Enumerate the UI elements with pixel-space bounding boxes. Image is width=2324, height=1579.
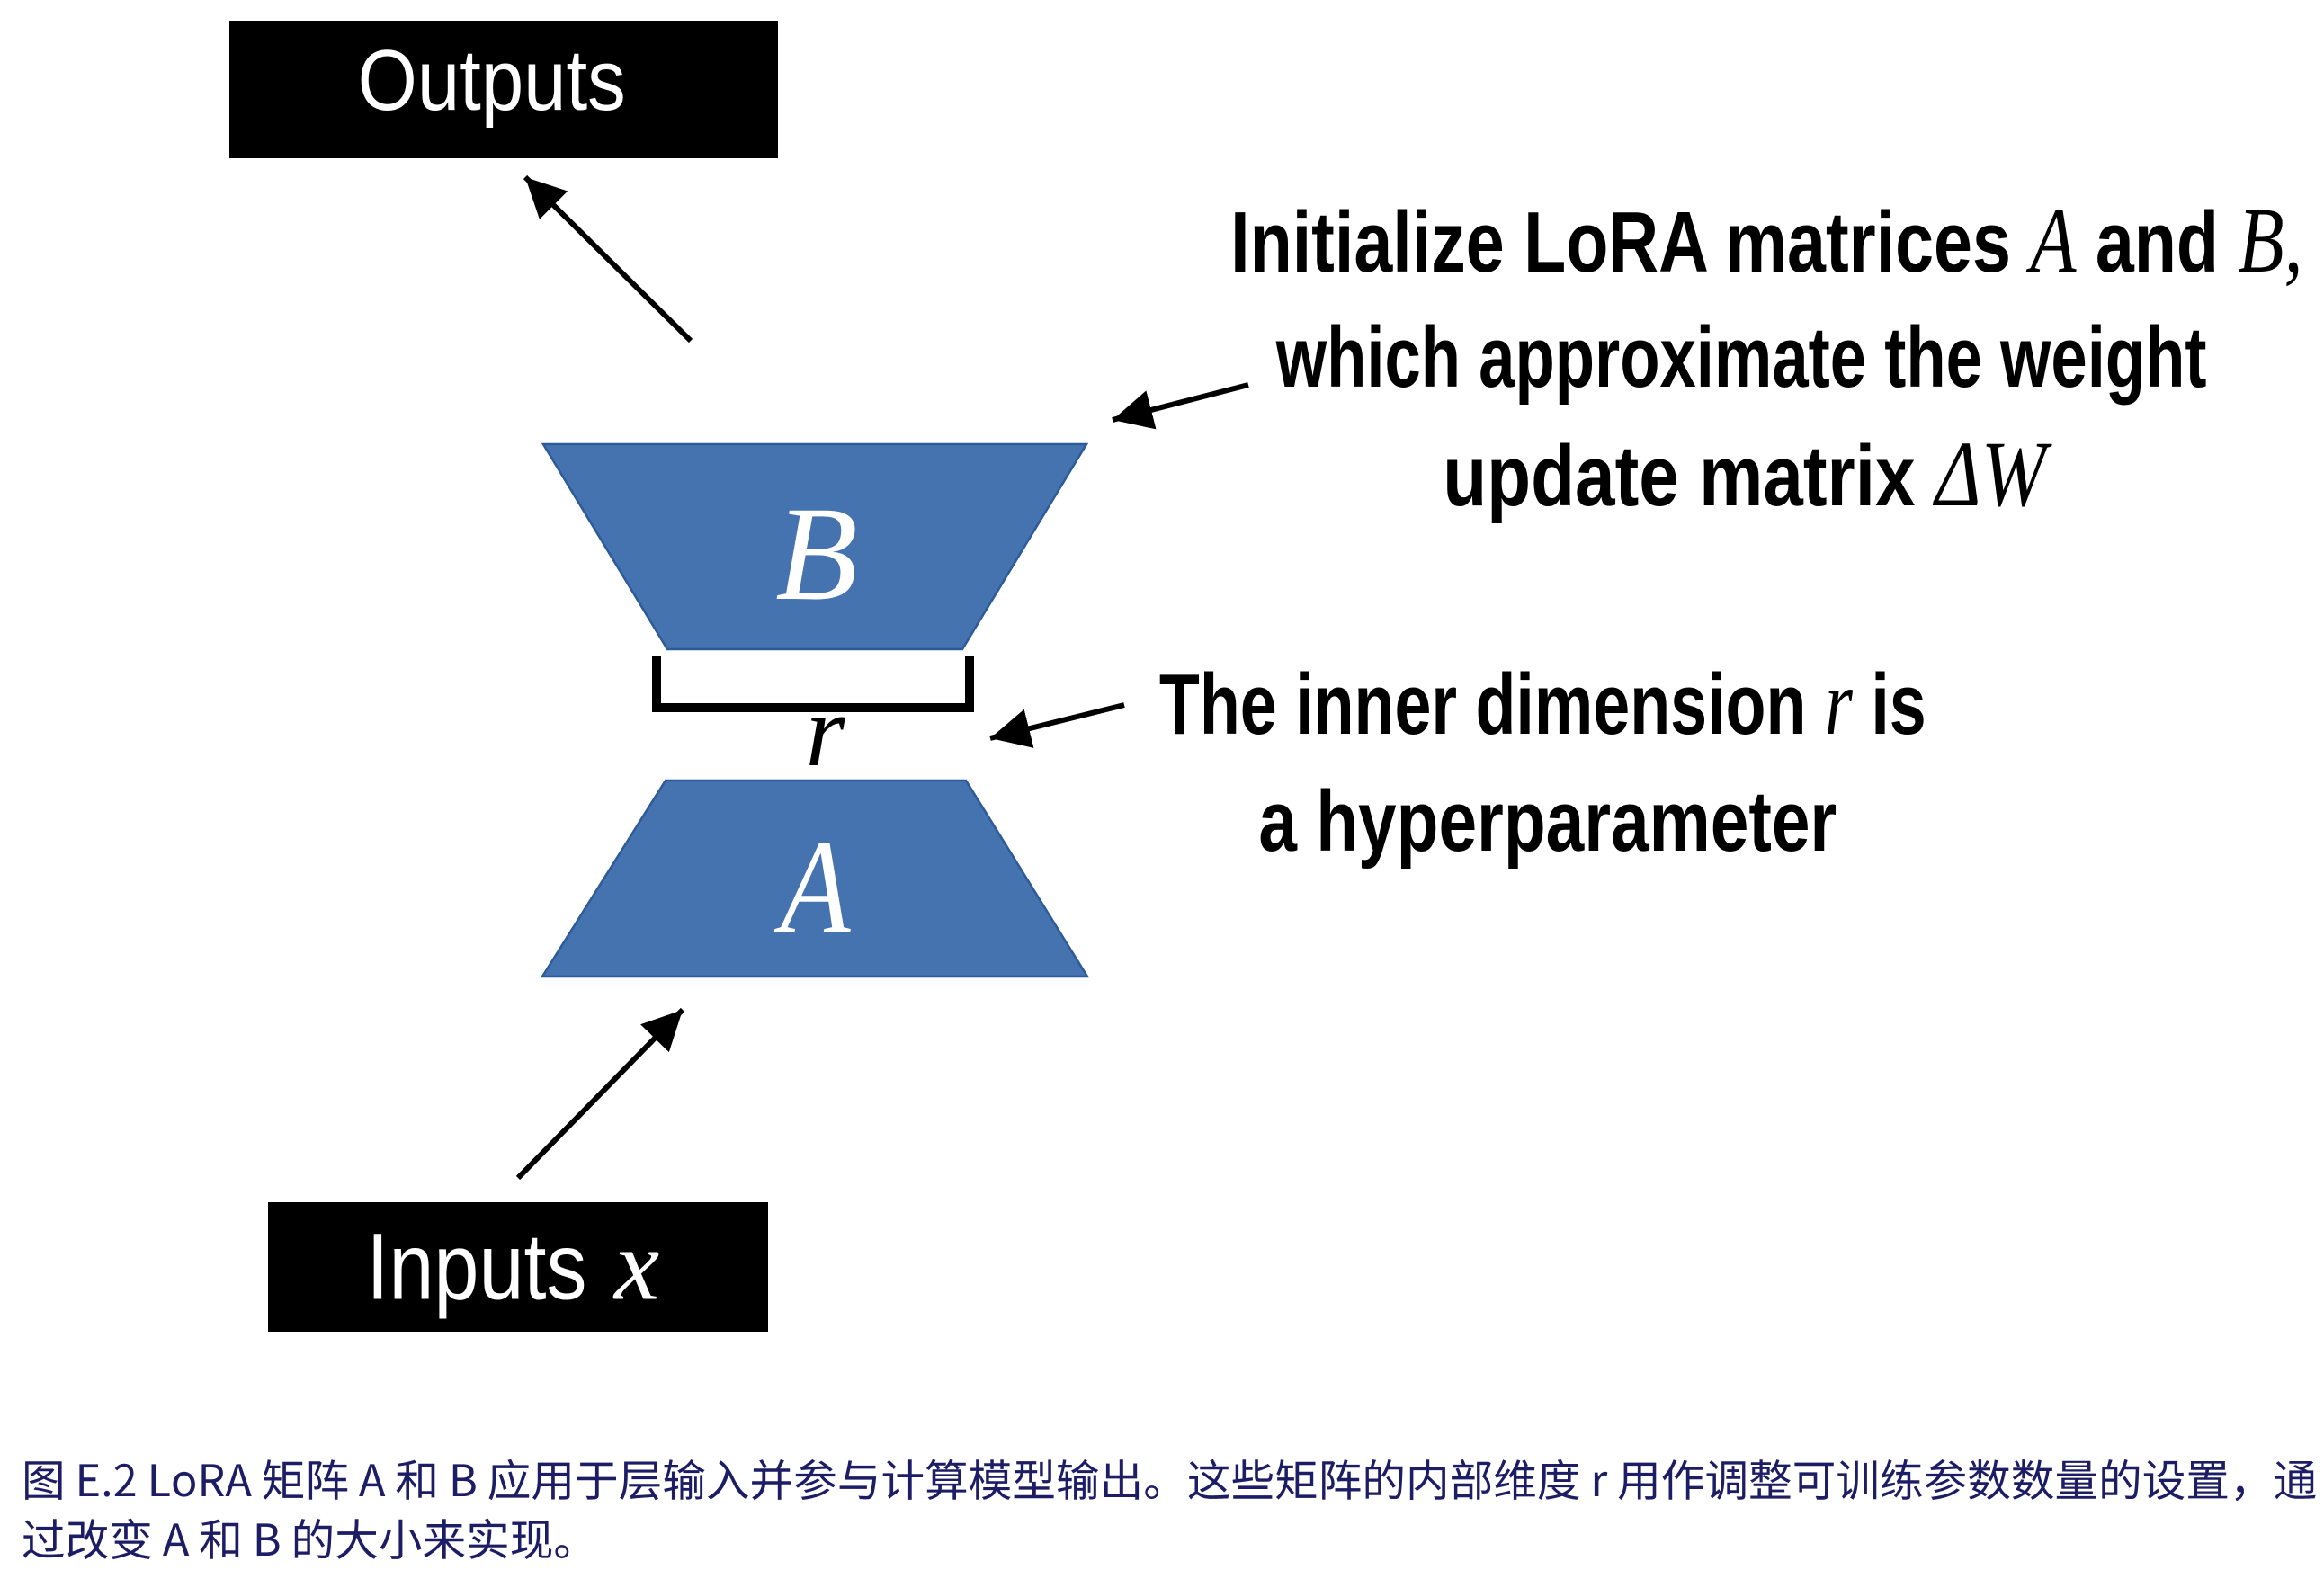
svg-text:which approximate the weight: which approximate the weight [1275,309,2207,406]
svg-text:Inputs: Inputs [366,1213,586,1319]
svg-text:B: B [775,479,858,629]
svg-text:a hyperparameter: a hyperparameter [1258,773,1837,870]
svg-text:A: A [773,813,851,962]
svg-text:Initialize LoRA matrices A and: Initialize LoRA matrices A and B, [1230,190,2302,293]
svg-text:Outputs: Outputs [358,32,626,129]
svg-text:update matrix ΔW: update matrix ΔW [1443,423,2052,526]
svg-text:The inner dimension r is: The inner dimension r is [1159,651,1926,755]
svg-text:r: r [806,675,846,788]
svg-text:x: x [612,1209,659,1322]
